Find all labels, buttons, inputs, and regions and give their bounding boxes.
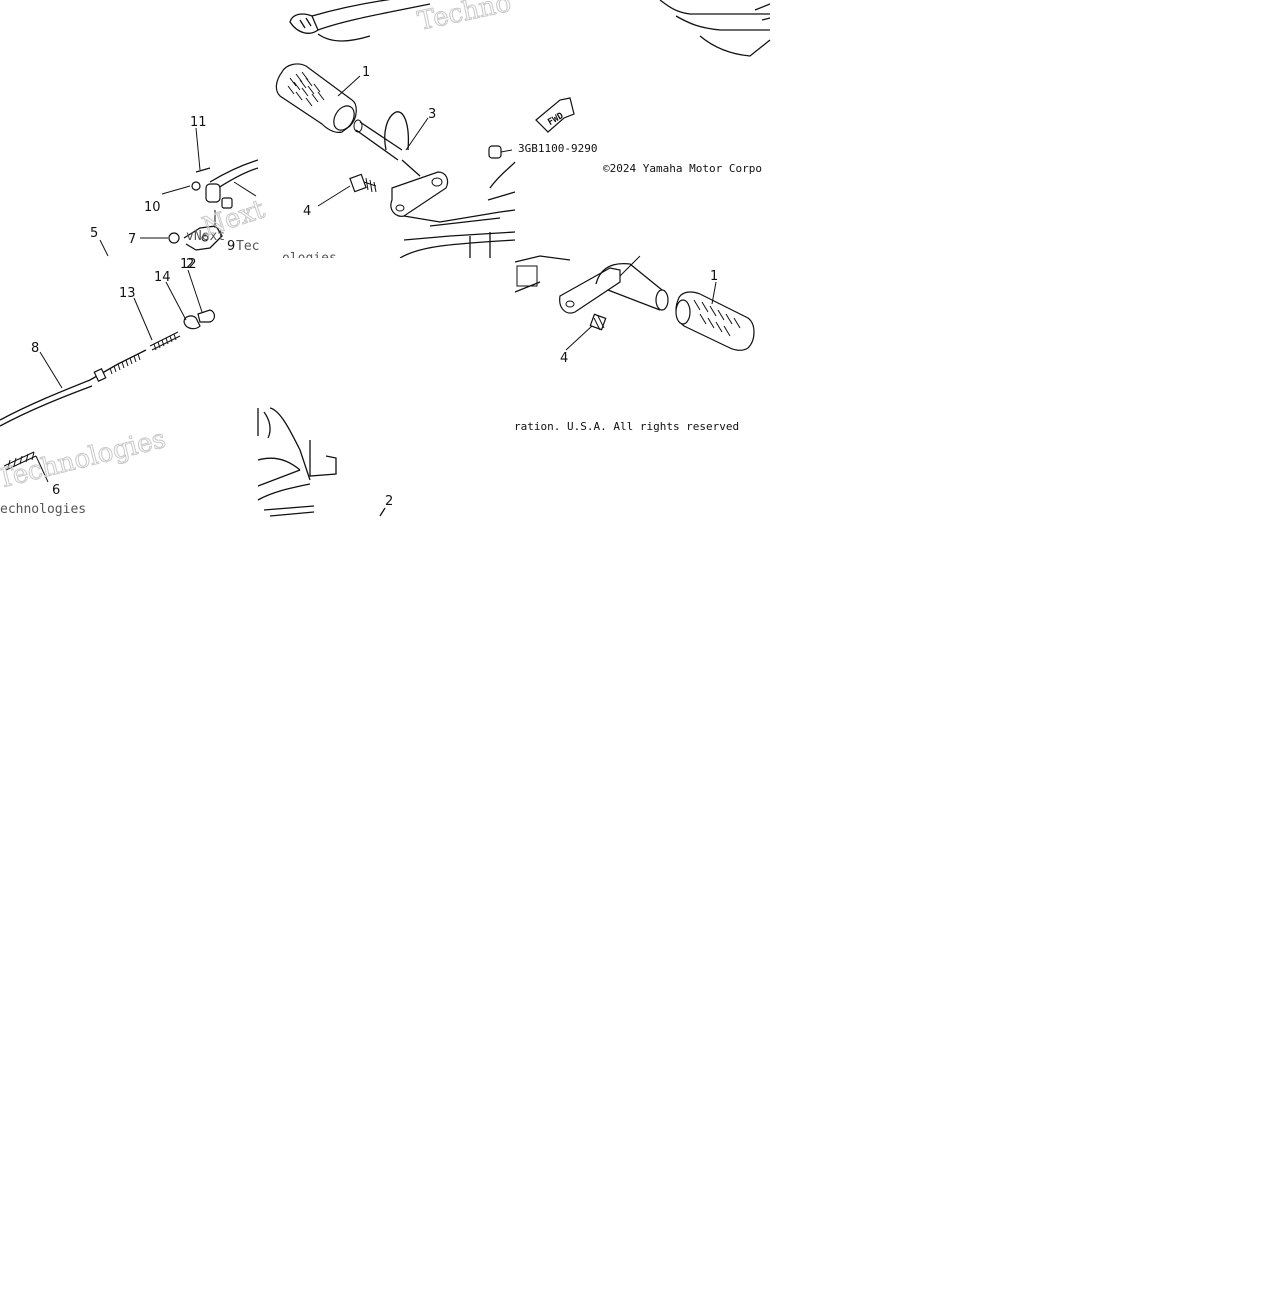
callout-3: 3 xyxy=(428,107,436,122)
footrest-bracket-right xyxy=(559,262,669,314)
callout-7: 7 xyxy=(128,232,136,247)
frame-fragment-bottom xyxy=(257,407,386,517)
callout-5: 5 xyxy=(90,226,98,241)
copyright-top: ©2024 Yamaha Motor Corpo xyxy=(603,162,762,175)
leader-lines xyxy=(39,75,717,389)
callout-4-right: 4 xyxy=(560,351,568,366)
callout-1-bottom: 1 xyxy=(710,269,718,284)
watermark-3: Tec xyxy=(236,239,259,254)
footrest-rubber-top xyxy=(275,63,357,133)
callout-6: 6 xyxy=(52,483,60,498)
bolt-right xyxy=(589,313,607,331)
callout-10: 10 xyxy=(144,200,161,215)
frame-fragment-right xyxy=(514,255,571,293)
fwd-arrow: FWD xyxy=(535,97,575,133)
watermark-6: Technologies xyxy=(0,424,169,495)
watermark-7: echnologies xyxy=(0,502,86,517)
panel-seams xyxy=(258,258,515,406)
callout-11: 11 xyxy=(190,115,207,130)
callout-4-left: 4 xyxy=(303,204,311,219)
callout-2-mid: 2 xyxy=(186,257,194,272)
frame-fragment-top-right xyxy=(659,0,771,57)
callouts: 1 3 4 1 4 2 2 5 6 7 8 9 10 11 12 13 14 xyxy=(31,65,718,509)
watermark-1: Techno xyxy=(415,0,514,37)
watermark-2: vNext xyxy=(186,229,225,244)
frame-rails-top xyxy=(399,161,516,259)
cap-part xyxy=(488,145,513,159)
callout-14: 14 xyxy=(154,270,171,285)
callout-1-top: 1 xyxy=(362,65,370,80)
callout-2-bottom: 2 xyxy=(385,494,393,509)
footrest-bracket-top xyxy=(353,111,449,217)
bolt-top xyxy=(349,173,377,193)
brake-rod-assembly xyxy=(0,159,259,483)
copyright-bottom: ration. U.S.A. All rights reserved xyxy=(514,420,739,433)
brake-pedal-fragment xyxy=(289,0,431,42)
callout-9: 9 xyxy=(227,239,235,254)
callout-13: 13 xyxy=(119,286,136,301)
part-code: 3GB1100-9290 xyxy=(518,142,597,155)
callout-8: 8 xyxy=(31,341,39,356)
callout-12: 12 xyxy=(180,257,197,272)
footrest-rubber-right xyxy=(675,291,755,351)
